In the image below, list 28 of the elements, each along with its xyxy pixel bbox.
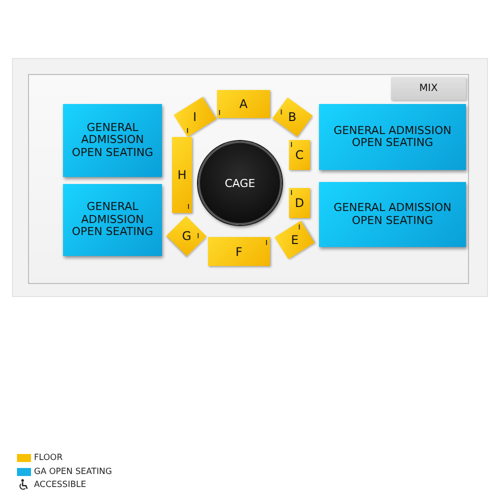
section-label: GENERAL ADMISSION OPEN SEATING xyxy=(70,122,154,160)
seating-section xyxy=(289,140,310,170)
section-label: H xyxy=(177,168,187,182)
seating-section xyxy=(63,184,162,256)
section-label: MIX xyxy=(419,83,438,94)
seating-section xyxy=(172,137,192,213)
section-label: G xyxy=(182,229,192,243)
section-label: GENERAL ADMISSION OPEN SEATING xyxy=(332,124,452,150)
seating-section xyxy=(208,237,270,266)
section-label: E xyxy=(290,233,298,247)
section-label: F xyxy=(236,244,242,258)
legend-label: GA OPEN SEATING xyxy=(34,466,112,478)
section-label: GENERAL ADMISSION OPEN SEATING xyxy=(70,201,154,239)
seating-section xyxy=(217,90,270,118)
seating-section xyxy=(63,104,162,177)
mix-section xyxy=(391,77,466,100)
cage-label: CAGE xyxy=(224,176,256,190)
legend-label: FLOOR xyxy=(34,452,63,464)
section-label: B xyxy=(288,110,297,124)
seating-section xyxy=(289,188,310,218)
section-label: GENERAL ADMISSION OPEN SEATING xyxy=(332,202,452,227)
seating-section xyxy=(319,182,466,247)
seating-section xyxy=(319,104,466,170)
legend-label: ACCESSIBLE xyxy=(34,479,86,491)
section-label: A xyxy=(239,97,248,111)
section-label: C xyxy=(295,148,304,162)
section-label: I xyxy=(193,110,197,124)
section-label: D xyxy=(294,196,304,210)
